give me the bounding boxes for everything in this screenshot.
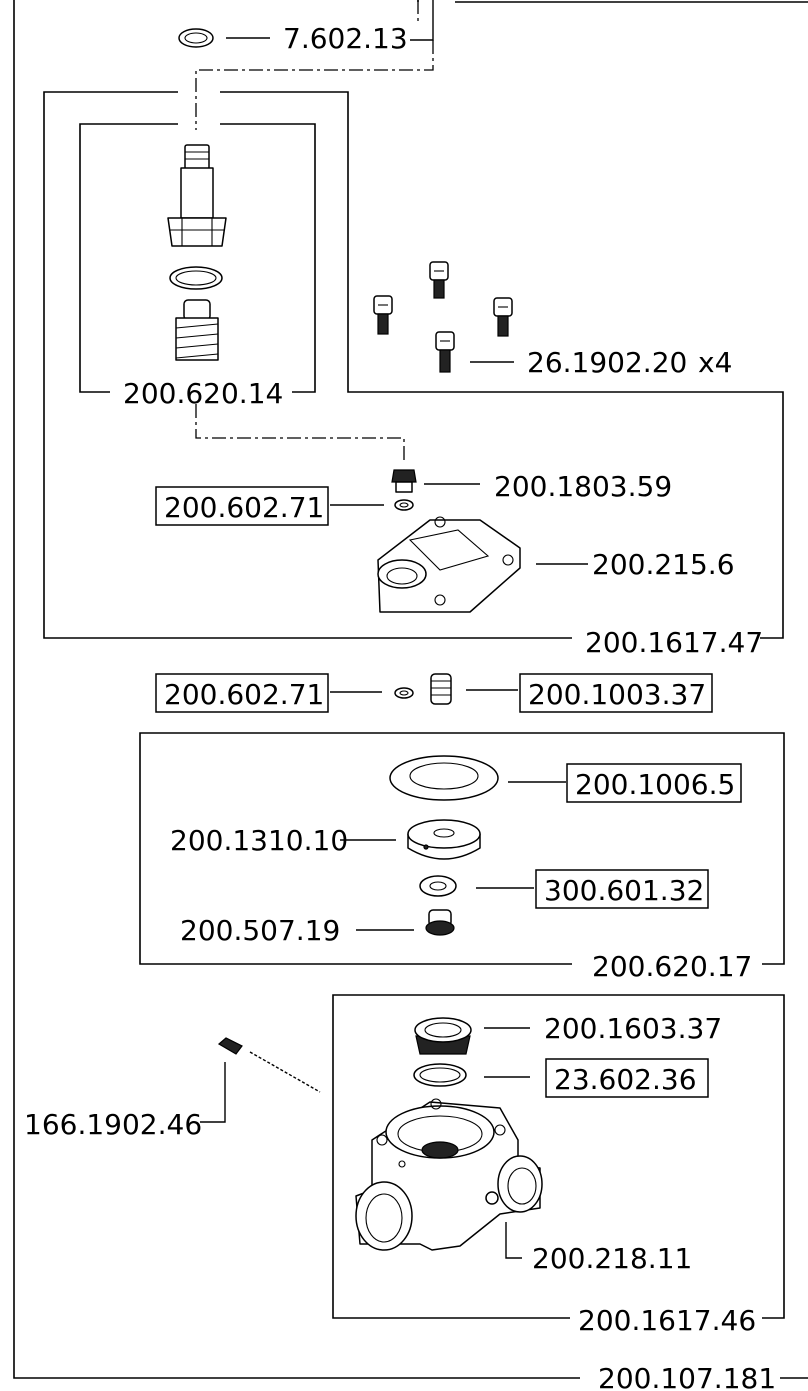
seal-300-601-32 [419,875,457,897]
label-200-1617-46: 200.1617.46 [578,1304,756,1337]
label-box-23-602-36 [545,1058,709,1098]
frame-200-1617-46 [332,994,785,1319]
label-200-620-17: 200.620.17 [592,950,752,983]
valve-o-ring [169,266,223,290]
label-box-200-1003-37 [519,673,713,713]
label-26-1902-20: 26.1902.20 [527,346,687,379]
label-200-215-6: 200.215.6 [592,548,735,581]
label-box-200-602-71-a [155,486,329,526]
label-23-602-36: 23.602.36 [554,1063,697,1096]
label-200-1603-37: 200.1603.37 [544,1012,722,1045]
screw-c [493,297,513,337]
label-200-1803-59: 200.1803.59 [494,470,672,503]
o-ring-7-602-13 [178,28,214,48]
label-box-300-601-32 [535,869,709,909]
label-300-601-32: 300.601.32 [544,874,704,907]
frame-200-620-14 [79,123,316,393]
label-box-200-1006-5 [566,763,742,803]
washer-200-602-71-b [394,687,414,699]
fitting-200-1803-59 [391,469,417,493]
label-200-218-11: 200.218.11 [532,1242,692,1275]
washer-200-602-71-a [394,499,414,511]
label-qty-x4: x4 [698,346,732,379]
spring-200-1003-37 [430,673,452,705]
valve-spring-core [175,299,219,361]
set-screw-166-1902-46 [217,1037,243,1055]
diaphragm-200-1006-5 [389,755,499,801]
valve-cover-200-215-6 [377,516,521,613]
dash-link-lower [195,404,405,464]
label-200-1617-47: 200.1617.47 [585,626,763,659]
label-200-1006-5: 200.1006.5 [575,768,735,801]
screw-b [373,295,393,335]
label-166-1902-46: 166.1902.46 [24,1108,202,1141]
screw-d [435,331,455,373]
label-200-1003-37: 200.1003.37 [528,678,706,711]
label-200-602-71-b: 200.602.71 [164,678,324,711]
nut-200-1603-37 [414,1017,472,1055]
label-200-602-71-a: 200.602.71 [164,491,324,524]
label-200-107-181: 200.107.181 [598,1362,776,1391]
o-ring-23-602-36 [413,1063,467,1087]
label-200-507-19: 200.507.19 [180,914,340,947]
frame-200-1617-47 [43,91,784,639]
frame-200-620-17 [139,732,785,965]
label-200-620-14: 200.620.14 [123,377,283,410]
label-7-602-13: 7.602.13 [283,22,408,55]
label-box-200-602-71-b [155,673,329,713]
screw-a [429,261,449,299]
valve-stem-part [167,144,227,247]
plug-200-507-19 [425,909,455,936]
valve-body-200-218-11 [355,1098,543,1251]
label-200-1310-10: 200.1310.10 [170,824,348,857]
disc-200-1310-10 [407,819,481,860]
